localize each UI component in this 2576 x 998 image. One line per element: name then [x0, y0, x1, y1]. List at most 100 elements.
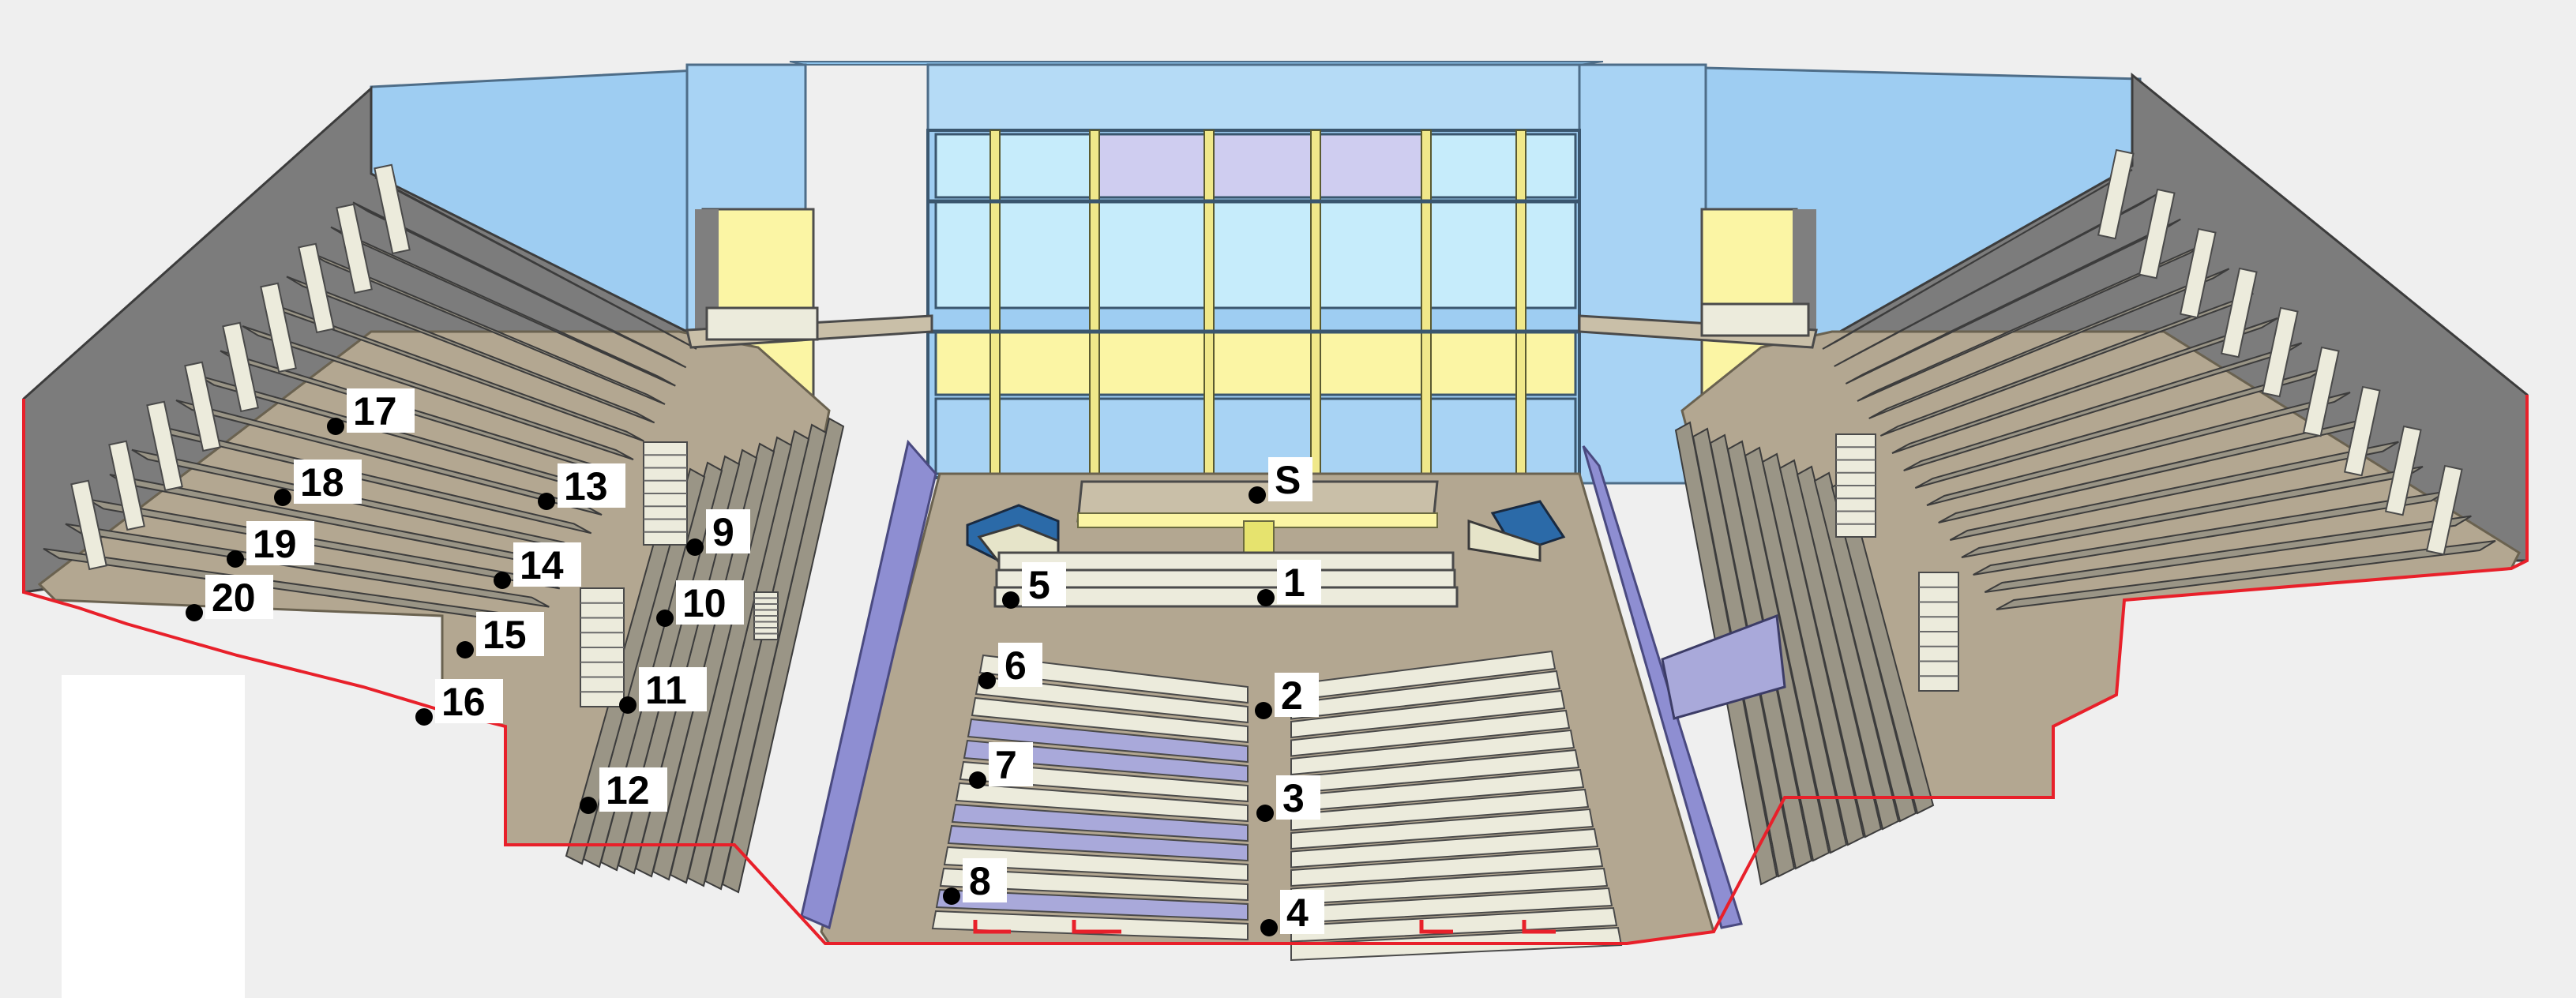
terrace-step	[87, 498, 561, 590]
wall-seat-post	[2097, 148, 2135, 240]
stalls-row	[1290, 906, 1618, 943]
point-label-background	[558, 463, 625, 508]
point-label-background	[1275, 673, 1319, 717]
measurement-point-10: 10	[656, 580, 744, 627]
wall-seat-post	[2384, 425, 2422, 516]
terrace-step	[1949, 441, 2399, 541]
point-label-background	[1280, 890, 1324, 934]
stalls-row	[947, 824, 1249, 862]
measurement-point-15: 15	[456, 612, 544, 658]
point-label: 6	[1004, 643, 1027, 688]
stalls-row	[971, 696, 1249, 744]
terrace-step	[1845, 218, 2181, 385]
measurement-point-9: 9	[686, 509, 750, 556]
stalls-row	[963, 739, 1249, 783]
stalls-row	[1290, 788, 1590, 831]
terrace-step	[1903, 342, 2303, 471]
right-riser-front	[1467, 519, 1541, 562]
terrace-step	[286, 276, 655, 424]
stalls-row	[935, 888, 1249, 921]
terrace-step	[1926, 392, 2351, 506]
stage	[966, 480, 1566, 608]
terrace-step	[1834, 193, 2157, 367]
point-marker-dot	[1255, 702, 1272, 719]
stalls-left-block	[931, 654, 1249, 941]
side-tier-step	[1796, 465, 1900, 831]
stalls-row	[978, 654, 1249, 704]
measurement-point-12: 12	[580, 767, 667, 814]
measurement-point-S: S	[1249, 457, 1312, 504]
wall-seat-post	[298, 242, 335, 334]
terrace-step	[1996, 540, 2496, 610]
point-label: 20	[212, 576, 256, 620]
terrace-step	[1973, 490, 2448, 576]
point-label: 12	[606, 768, 650, 812]
point-label: 11	[645, 668, 687, 712]
measurement-point-4: 4	[1260, 890, 1324, 936]
point-label-background	[205, 575, 273, 619]
terrace-step	[65, 523, 550, 608]
point-label-background	[246, 521, 314, 565]
measurement-point-1: 1	[1257, 560, 1321, 606]
measurement-point-5: 5	[1002, 562, 1066, 609]
point-label-background	[513, 542, 581, 587]
measurement-point-14: 14	[494, 542, 581, 589]
stage-lift	[1243, 520, 1275, 553]
point-marker-dot	[456, 641, 474, 658]
right-tier-soffit	[1582, 445, 1743, 929]
point-label: 17	[353, 389, 397, 433]
point-label: S	[1275, 458, 1301, 502]
point-label-background	[706, 509, 750, 553]
blank-overlay	[62, 675, 245, 998]
point-label-background	[347, 388, 415, 433]
point-marker-dot	[1256, 805, 1274, 822]
point-marker-dot	[1002, 591, 1020, 609]
point-marker-dot	[1257, 589, 1275, 606]
point-marker-dot	[227, 550, 244, 568]
point-label: 1	[1283, 561, 1305, 605]
point-label: 2	[1281, 673, 1303, 718]
stalls-row	[967, 718, 1249, 764]
terrace-step	[1891, 317, 2278, 454]
point-marker-dot	[1249, 486, 1266, 504]
right-bridge-steps	[1700, 302, 1810, 337]
measurement-point-20: 20	[186, 575, 273, 621]
stalls-row	[1290, 709, 1571, 757]
point-label-background	[294, 460, 362, 504]
wall-seat-post	[260, 282, 297, 373]
wall-seat-post	[222, 321, 259, 413]
point-label: 7	[995, 743, 1017, 787]
wall-seat-post	[2220, 267, 2258, 358]
wall-seat-post	[2179, 227, 2217, 319]
stalls-row	[955, 782, 1249, 823]
point-marker-dot	[686, 538, 704, 556]
point-label: 19	[253, 522, 297, 566]
point-label: 4	[1286, 891, 1309, 935]
point-marker-dot	[274, 489, 291, 506]
stalls-row	[951, 803, 1249, 842]
point-label: 3	[1282, 776, 1305, 820]
point-label: 8	[969, 859, 991, 903]
right-upper-terrace	[1822, 148, 2496, 610]
point-label: 18	[300, 460, 344, 505]
measurement-point-19: 19	[227, 521, 314, 568]
side-tier-step	[1761, 452, 1865, 846]
measurement-point-18: 18	[274, 460, 362, 506]
stalls-row	[931, 910, 1249, 941]
point-marker-dot	[656, 610, 674, 627]
left-bridge-steps	[705, 306, 819, 341]
front-cut-edges	[973, 920, 1556, 934]
point-label-background	[599, 767, 667, 812]
point-marker-dot	[327, 418, 344, 435]
point-label-background	[676, 580, 744, 625]
point-marker-dot	[1260, 919, 1278, 936]
terrace-step	[352, 201, 687, 369]
point-label: 13	[564, 464, 608, 508]
point-label: 14	[520, 543, 564, 587]
stalls-row	[1290, 689, 1566, 739]
point-label: 9	[712, 510, 734, 554]
wall-seat-post	[2302, 346, 2340, 437]
wall-seat-post	[70, 479, 107, 571]
measurement-point-17: 17	[327, 388, 415, 435]
